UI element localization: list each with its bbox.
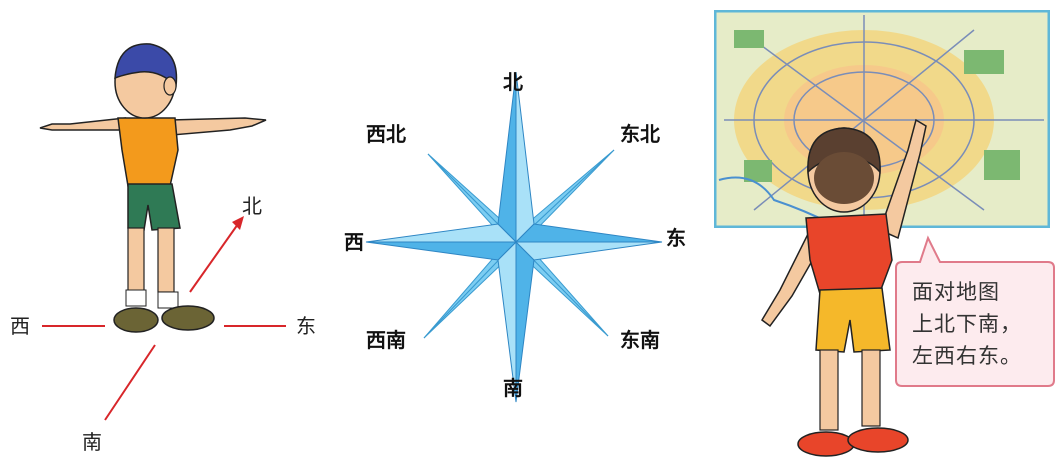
bubble-line-2: 上北下南， [912,308,1052,340]
compass-label-north: 北 [503,72,523,92]
compass-label-east: 东 [666,228,686,248]
speech-bubble-text: 面对地图 上北下南， 左西右东。 [912,276,1052,372]
boy-pointing-illustration [0,0,330,464]
bubble-line-3: 左西右东。 [912,340,1052,372]
compass-label-west: 西 [344,232,364,252]
left-label-south: 南 [82,432,102,452]
compass-label-northeast: 东北 [620,124,660,144]
compass-label-northwest: 西北 [366,124,406,144]
bubble-line-1: 面对地图 [912,276,1052,308]
left-label-west: 西 [10,316,30,336]
compass-star-icon [340,60,690,420]
left-label-east: 东 [296,316,316,336]
compass-label-southeast: 东南 [620,330,660,350]
left-label-north: 北 [242,196,262,216]
compass-rose: 北 西北 东北 西 东 西南 东南 南 [340,60,690,420]
compass-label-south: 南 [503,378,523,398]
north-arrowhead [232,216,244,230]
right-scene: 面对地图 上北下南， 左西右东。 [700,0,1062,464]
compass-label-southwest: 西南 [366,330,406,350]
left-scene: 北 西 东 南 [0,0,330,464]
